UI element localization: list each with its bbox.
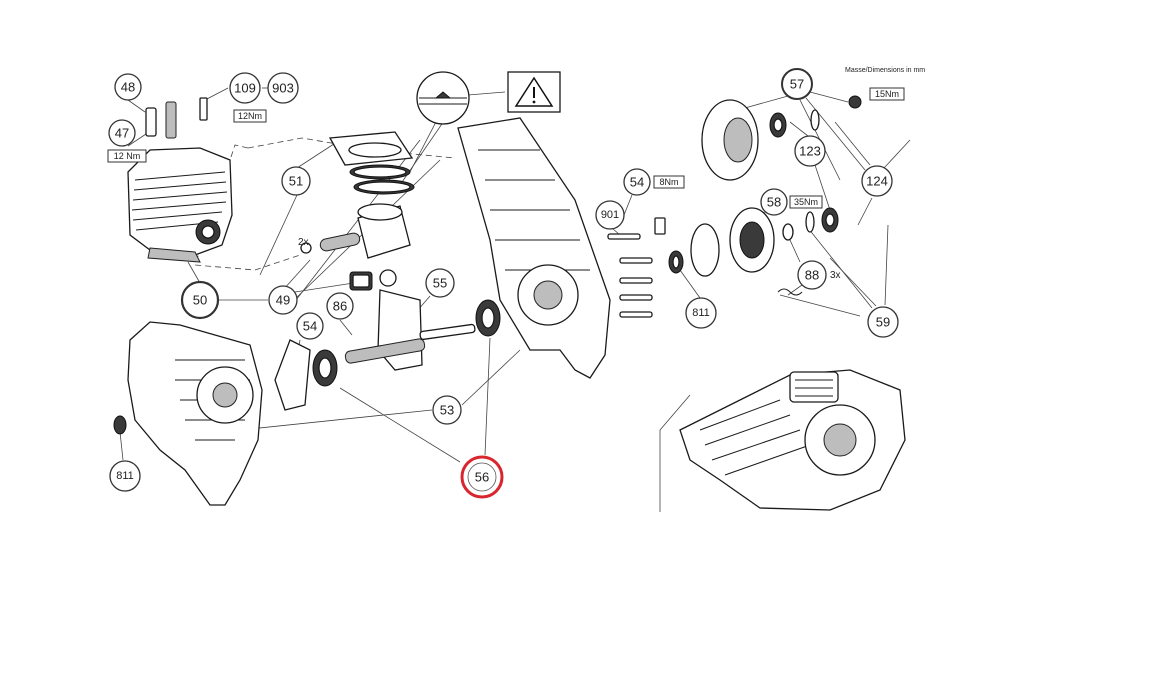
callout-50[interactable]: 50: [180, 280, 220, 320]
svg-text:12 Nm: 12 Nm: [114, 151, 141, 161]
svg-text:56: 56: [475, 470, 489, 485]
torque-label-15nm: 15Nm: [869, 87, 905, 101]
svg-text:35Nm: 35Nm: [794, 197, 818, 207]
crankcase-left: [127, 321, 263, 506]
svg-text:12Nm: 12Nm: [238, 111, 262, 121]
callout-109[interactable]: 109: [229, 72, 261, 104]
quantity-label-2x: 2x: [298, 237, 309, 248]
callout-54-right[interactable]: 54: [623, 168, 651, 196]
svg-text:58: 58: [767, 195, 781, 210]
bolts-right: [607, 217, 666, 318]
svg-text:15Nm: 15Nm: [875, 89, 899, 99]
svg-text:54: 54: [630, 175, 644, 190]
callout-86[interactable]: 86: [326, 292, 354, 320]
gasket-crankcase: [274, 339, 311, 411]
crankshaft: [344, 269, 476, 371]
svg-text:901: 901: [601, 209, 619, 221]
callout-811-left[interactable]: 811: [109, 460, 141, 492]
svg-text:811: 811: [692, 307, 710, 319]
callout-58[interactable]: 58: [760, 188, 788, 216]
svg-text:57: 57: [790, 77, 804, 92]
svg-text:811: 811: [116, 470, 134, 482]
svg-text:53: 53: [440, 403, 454, 418]
seals: [113, 250, 684, 435]
torque-label-54: 8Nm: [653, 175, 685, 189]
callout-903[interactable]: 903: [267, 72, 299, 104]
torque-label-109: 12Nm: [233, 109, 267, 123]
callout-901[interactable]: 901: [595, 200, 625, 230]
callout-88[interactable]: 88: [797, 260, 827, 290]
svg-text:88: 88: [805, 268, 819, 283]
callout-48[interactable]: 48: [114, 73, 142, 101]
inset-assembled-view: [679, 369, 906, 511]
callout-123[interactable]: 123: [794, 135, 826, 167]
quantity-label-3x: 3x: [830, 270, 841, 281]
gasket-and-rings: [328, 131, 415, 195]
gasket-detail-magnifier: [416, 71, 470, 125]
svg-text:86: 86: [333, 299, 347, 314]
svg-text:903: 903: [272, 81, 294, 96]
piston: [300, 203, 411, 259]
callout-53[interactable]: 53: [432, 395, 462, 425]
spark-plug-and-bolts: [145, 97, 208, 139]
clutch-assembly: [690, 207, 839, 296]
callout-57[interactable]: 57: [781, 68, 813, 100]
callout-811-right[interactable]: 811: [685, 297, 717, 329]
callout-49[interactable]: 49: [268, 285, 298, 315]
svg-text:59: 59: [876, 315, 890, 330]
svg-text:50: 50: [193, 293, 207, 308]
dimensions-note: Masse/Dimensions in mm: [845, 67, 925, 74]
torque-label-58: 35Nm: [789, 195, 823, 209]
bearing-needle: [349, 271, 373, 291]
callout-124[interactable]: 124: [861, 165, 893, 197]
cylinder-assembly: [127, 147, 233, 263]
callout-47[interactable]: 47: [108, 119, 136, 147]
svg-text:54: 54: [303, 319, 317, 334]
svg-text:47: 47: [115, 126, 129, 141]
callout-59[interactable]: 59: [867, 306, 899, 338]
warning-icon: [507, 71, 561, 113]
svg-text:123: 123: [799, 144, 821, 159]
svg-text:124: 124: [866, 174, 888, 189]
callout-51[interactable]: 51: [281, 166, 311, 196]
callout-55[interactable]: 55: [425, 268, 455, 298]
callout-56[interactable]: 56: [460, 455, 504, 499]
torque-label-47: 12 Nm: [107, 149, 147, 163]
svg-text:49: 49: [276, 293, 290, 308]
svg-text:109: 109: [234, 81, 256, 96]
crankcase-right: [457, 117, 611, 379]
svg-text:48: 48: [121, 80, 135, 95]
svg-text:55: 55: [433, 276, 447, 291]
clutch-drum: [701, 95, 862, 181]
svg-text:8Nm: 8Nm: [659, 177, 678, 187]
callout-54-left[interactable]: 54: [296, 312, 324, 340]
main-bearings: [312, 299, 501, 387]
svg-text:51: 51: [289, 174, 303, 189]
